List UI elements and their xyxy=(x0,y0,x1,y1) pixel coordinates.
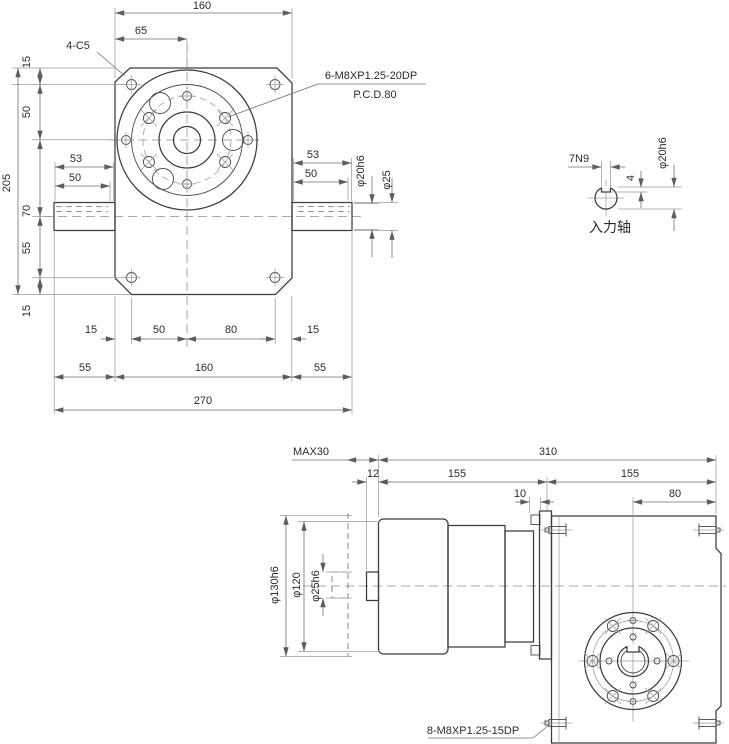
dim-bot-15a: 15 xyxy=(85,324,97,336)
dim-bore-dia-25: φ25h6 xyxy=(310,570,322,602)
dim-flange-80: 80 xyxy=(669,488,681,500)
dim-left-h3: 70 xyxy=(21,205,33,217)
input-shaft-caption: 入力轴 xyxy=(589,219,631,235)
center-bore xyxy=(172,125,202,155)
dim-c-55a: 55 xyxy=(79,362,91,374)
dim-shaft-right-53: 53 xyxy=(307,149,319,161)
adapter-section xyxy=(504,530,535,643)
tapped-hole-icon xyxy=(140,153,158,171)
top-view-dimensions: 160 65 4-C5 6-M8XP1.25-20DP P.C.D.80 15 … xyxy=(1,0,426,414)
label-bolt-note-side: 8-M8XP1.25-15DP xyxy=(427,725,519,737)
side-view xyxy=(303,497,726,744)
dim-left-h4: 55 xyxy=(21,242,33,254)
dim-keyway-7n9: 7N9 xyxy=(569,153,589,165)
motor-body xyxy=(377,518,449,655)
output-keyway xyxy=(626,646,640,653)
left-shaft xyxy=(53,201,116,232)
tapped-hole-icon xyxy=(216,153,234,171)
clamp-tab xyxy=(530,514,541,525)
flange-bolt-icon xyxy=(644,687,662,705)
dim-tab-10: 10 xyxy=(514,488,526,500)
tapped-hole-icon xyxy=(216,109,234,127)
dim-bot-50: 50 xyxy=(153,324,165,336)
flange-bolt-icon xyxy=(665,652,682,670)
flange-bolt-icon xyxy=(604,617,622,635)
keyway xyxy=(600,187,612,193)
dim-input-dia: φ20h6 xyxy=(657,137,669,169)
dim-top-width: 160 xyxy=(193,0,211,12)
dim-overall-270: 270 xyxy=(194,395,212,407)
dim-310: 310 xyxy=(539,446,557,458)
dim-shaft-left-50: 50 xyxy=(69,172,81,184)
clamp-tab xyxy=(530,645,541,656)
dim-bot-80: 80 xyxy=(225,324,237,336)
output-flange-outer xyxy=(583,611,683,711)
dim-top-half-width: 65 xyxy=(135,25,147,37)
dowel-pin-icon xyxy=(627,614,639,627)
flange-bolt-icon xyxy=(644,617,662,635)
flange-bolt-icon xyxy=(584,652,601,670)
flange-outer-circle xyxy=(116,69,258,211)
dowel-hole-icon xyxy=(178,87,196,105)
dim-shaft-left-53: 53 xyxy=(70,153,82,165)
dim-shaft-dia-20h6: φ20h6 xyxy=(355,155,367,187)
dim-c-160: 160 xyxy=(195,362,213,374)
dim-shaft-dia-25: φ25 xyxy=(381,170,393,189)
dim-left-h1: 15 xyxy=(21,56,33,68)
dim-bot-15b: 15 xyxy=(307,324,319,336)
flange-bolt-icon xyxy=(604,687,622,705)
label-pcd-note: P.C.D.80 xyxy=(353,89,396,101)
dim-motor-dia-120: φ120 xyxy=(291,572,303,598)
tapped-hole-icon xyxy=(140,109,158,127)
label-bolt-note-top: 6-M8XP1.25-20DP xyxy=(325,70,417,82)
dim-flange-dia-130: φ130h6 xyxy=(269,566,281,604)
side-stud-icon xyxy=(692,716,725,730)
dim-key-depth: 4 xyxy=(625,175,637,181)
dim-left-height: 205 xyxy=(1,174,13,192)
dim-shaft-right-50: 50 xyxy=(305,168,317,180)
dim-left-h2: 50 xyxy=(21,106,33,118)
label-chamfer-note: 4-C5 xyxy=(66,40,90,52)
dim-max30: MAX30 xyxy=(293,446,329,458)
side-stud-icon xyxy=(692,523,725,537)
dowel-pin-icon xyxy=(627,695,639,708)
side-stud-icon xyxy=(540,523,573,537)
input-shaft-detail: 7N9 4 φ20h6 入力轴 xyxy=(568,137,682,235)
corner-screw-icon xyxy=(265,75,285,94)
housing-outline xyxy=(114,67,293,296)
dim-stub-12: 12 xyxy=(367,468,379,480)
side-view-dimensions: MAX30 310 12 155 155 10 80 φ130h6 φ120 xyxy=(269,446,717,739)
dim-155-right: 155 xyxy=(621,468,639,480)
dim-c-55b: 55 xyxy=(314,362,326,374)
corner-screw-icon xyxy=(265,268,285,287)
dim-155-left: 155 xyxy=(448,468,466,480)
dim-left-h5: 15 xyxy=(21,305,33,317)
right-shaft xyxy=(291,201,353,232)
top-view xyxy=(44,44,362,348)
dowel-hole-icon xyxy=(178,175,196,193)
